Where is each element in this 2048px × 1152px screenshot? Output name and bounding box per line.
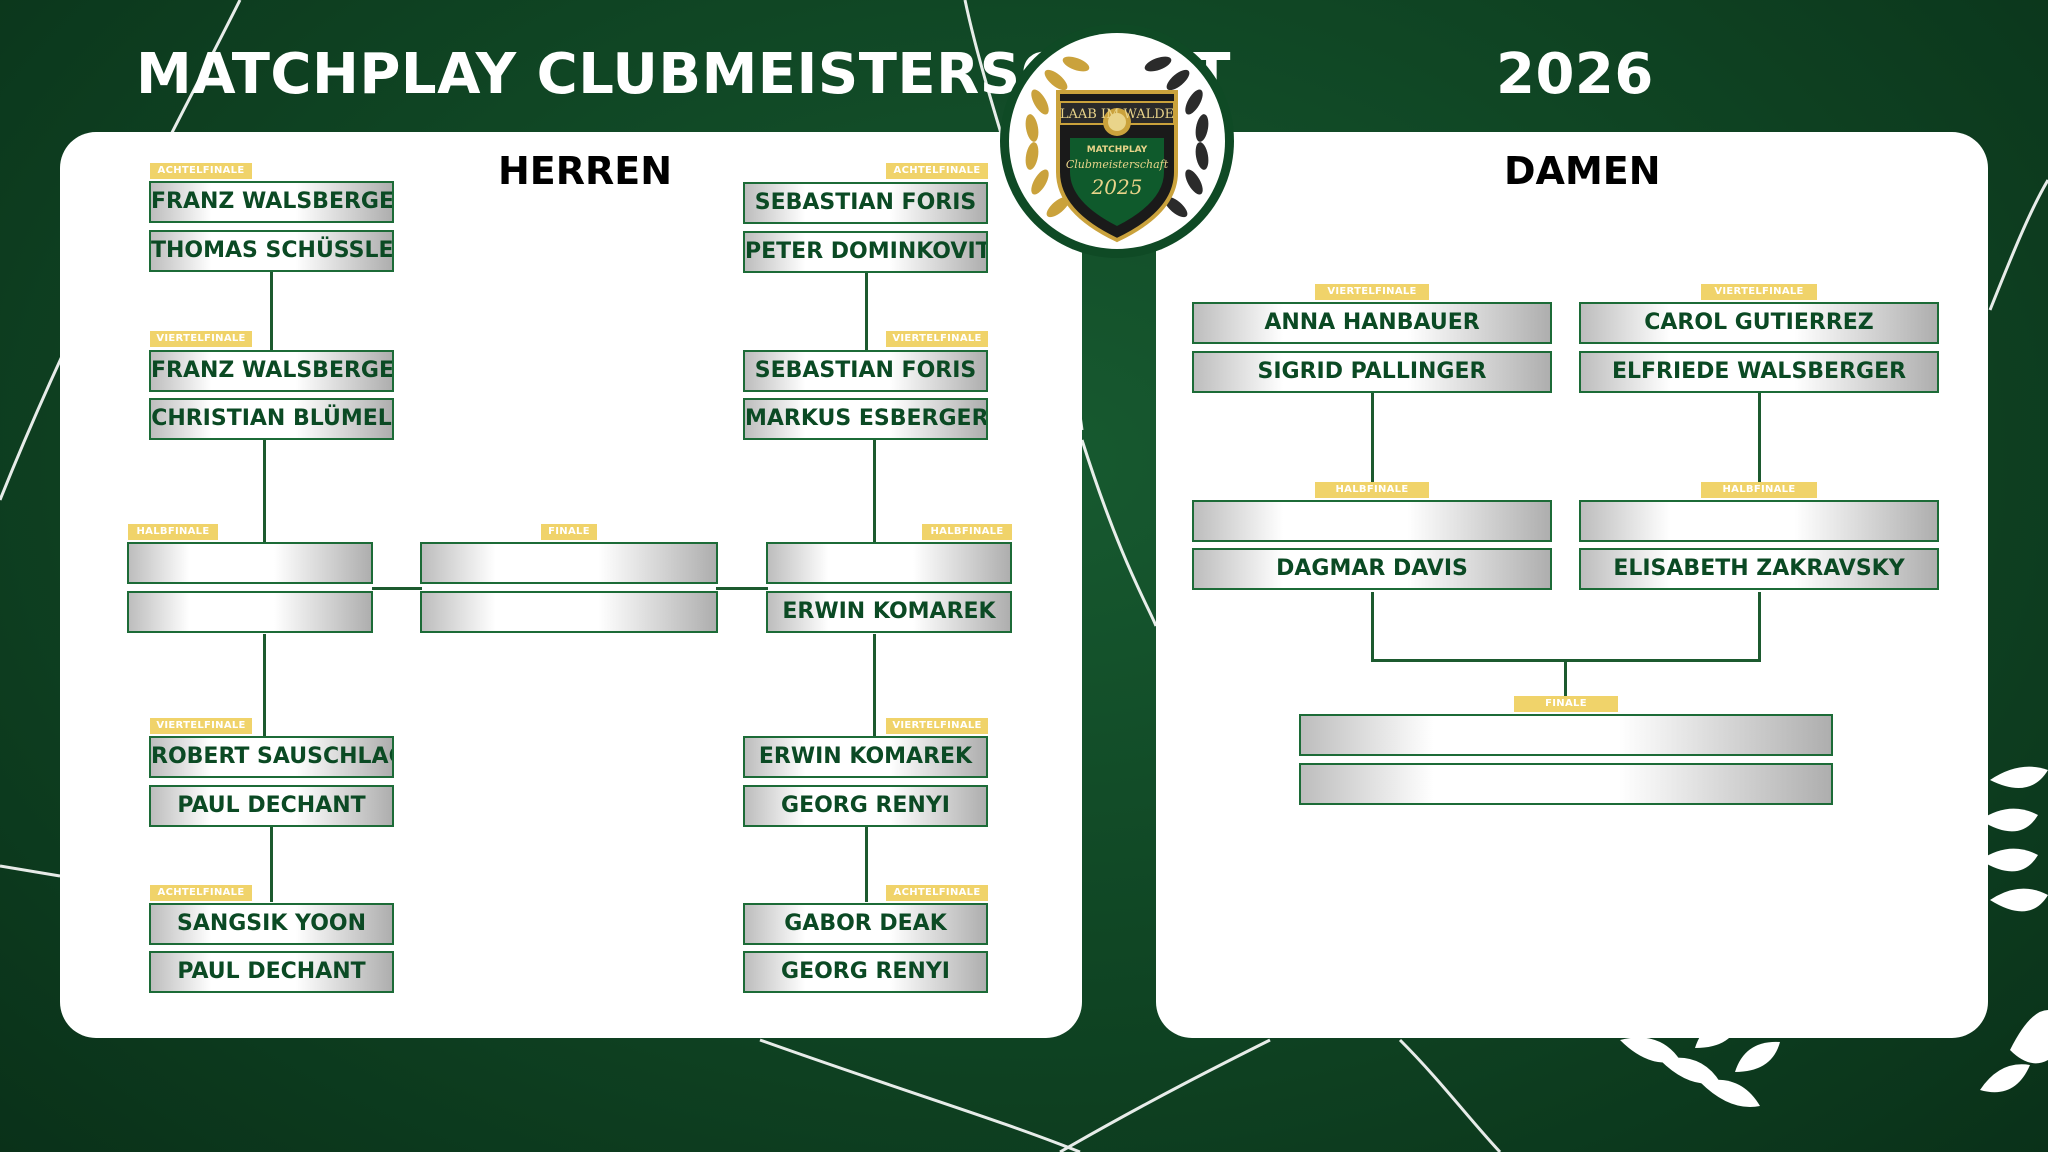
round-label-viertelfinale: VIERTELFINALE — [886, 331, 988, 347]
round-label-finale: FINALE — [541, 524, 597, 540]
player-slot: FRANZ WALSBERGER — [149, 181, 394, 223]
round-label-viertelfinale: VIERTELFINALE — [150, 718, 252, 734]
damen-title: DAMEN — [1504, 149, 1661, 193]
round-label-halbfinale: HALBFINALE — [1701, 482, 1817, 498]
player-slot — [1192, 500, 1552, 542]
player-slot: GEORG RENYI — [743, 785, 988, 827]
round-label-viertelfinale: VIERTELFINALE — [1701, 284, 1817, 300]
club-logo: LAAB IM WALDE MATCHPLAY Clubmeisterschaf… — [1000, 24, 1234, 258]
connector-line — [865, 272, 868, 350]
logo-ribbon-text: LAAB IM WALDE — [1060, 107, 1174, 122]
logo-year-text: 2025 — [1091, 175, 1143, 199]
player-slot: FRANZ WALSBERGER — [149, 350, 394, 392]
player-slot — [420, 542, 718, 584]
player-slot: PAUL DECHANT — [149, 951, 394, 993]
connector-line — [270, 826, 273, 902]
round-label-achtelfinale: ACHTELFINALE — [150, 885, 252, 901]
logo-line1-text: MATCHPLAY — [1087, 145, 1148, 155]
player-slot: GABOR DEAK — [743, 903, 988, 945]
player-slot: MARKUS ESBERGER — [743, 398, 988, 440]
round-label-halbfinale: HALBFINALE — [922, 524, 1012, 540]
player-slot: PETER DOMINKOVITS — [743, 231, 988, 273]
player-slot: GEORG RENYI — [743, 951, 988, 993]
player-slot — [1579, 500, 1939, 542]
round-label-achtelfinale: ACHTELFINALE — [886, 163, 988, 179]
player-slot: CHRISTIAN BLÜMEL — [149, 398, 394, 440]
round-label-achtelfinale: ACHTELFINALE — [886, 885, 988, 901]
round-label-achtelfinale: ACHTELFINALE — [150, 163, 252, 179]
connector-line — [1758, 393, 1761, 482]
round-label-viertelfinale: VIERTELFINALE — [1315, 284, 1429, 300]
herren-title: HERREN — [498, 149, 673, 193]
player-slot — [127, 591, 373, 633]
round-label-halbfinale: HALBFINALE — [128, 524, 218, 540]
player-slot: SANGSIK YOON — [149, 903, 394, 945]
player-slot — [127, 542, 373, 584]
player-slot: SEBASTIAN FORIS — [743, 182, 988, 224]
player-slot — [1299, 763, 1833, 805]
connector-line — [1371, 393, 1374, 482]
connector-line — [263, 634, 266, 736]
connector-line — [716, 587, 768, 590]
player-slot: SEBASTIAN FORIS — [743, 350, 988, 392]
player-slot: ELISABETH ZAKRAVSKY — [1579, 548, 1939, 590]
connector-line — [873, 440, 876, 544]
player-slot: CAROL GUTIERREZ — [1579, 302, 1939, 344]
round-label-viertelfinale: VIERTELFINALE — [150, 331, 252, 347]
connector-line — [263, 440, 266, 544]
player-slot — [420, 591, 718, 633]
connector-line — [1564, 659, 1567, 696]
player-slot: DAGMAR DAVIS — [1192, 548, 1552, 590]
year-label: 2026 — [1496, 42, 1654, 107]
player-slot: ANNA HANBAUER — [1192, 302, 1552, 344]
connector-line — [865, 826, 868, 902]
connector-line — [1371, 592, 1374, 662]
connector-line — [270, 272, 273, 350]
round-label-viertelfinale: VIERTELFINALE — [886, 718, 988, 734]
connector-line — [372, 587, 422, 590]
connector-line — [1758, 592, 1761, 662]
connector-line — [873, 634, 876, 736]
round-label-finale: FINALE — [1514, 696, 1618, 712]
player-slot — [1299, 714, 1833, 756]
round-label-halbfinale: HALBFINALE — [1315, 482, 1429, 498]
player-slot: ELFRIEDE WALSBERGER — [1579, 351, 1939, 393]
player-slot — [766, 542, 1012, 584]
player-slot: THOMAS SCHÜSSLER — [149, 230, 394, 272]
player-slot: SIGRID PALLINGER — [1192, 351, 1552, 393]
player-slot: ERWIN KOMAREK — [743, 736, 988, 778]
logo-line2-text: Clubmeisterschaft — [1066, 158, 1169, 171]
player-slot: ROBERT SAUSCHLAGER — [149, 736, 394, 778]
player-slot: ERWIN KOMAREK — [766, 591, 1012, 633]
player-slot: PAUL DECHANT — [149, 785, 394, 827]
